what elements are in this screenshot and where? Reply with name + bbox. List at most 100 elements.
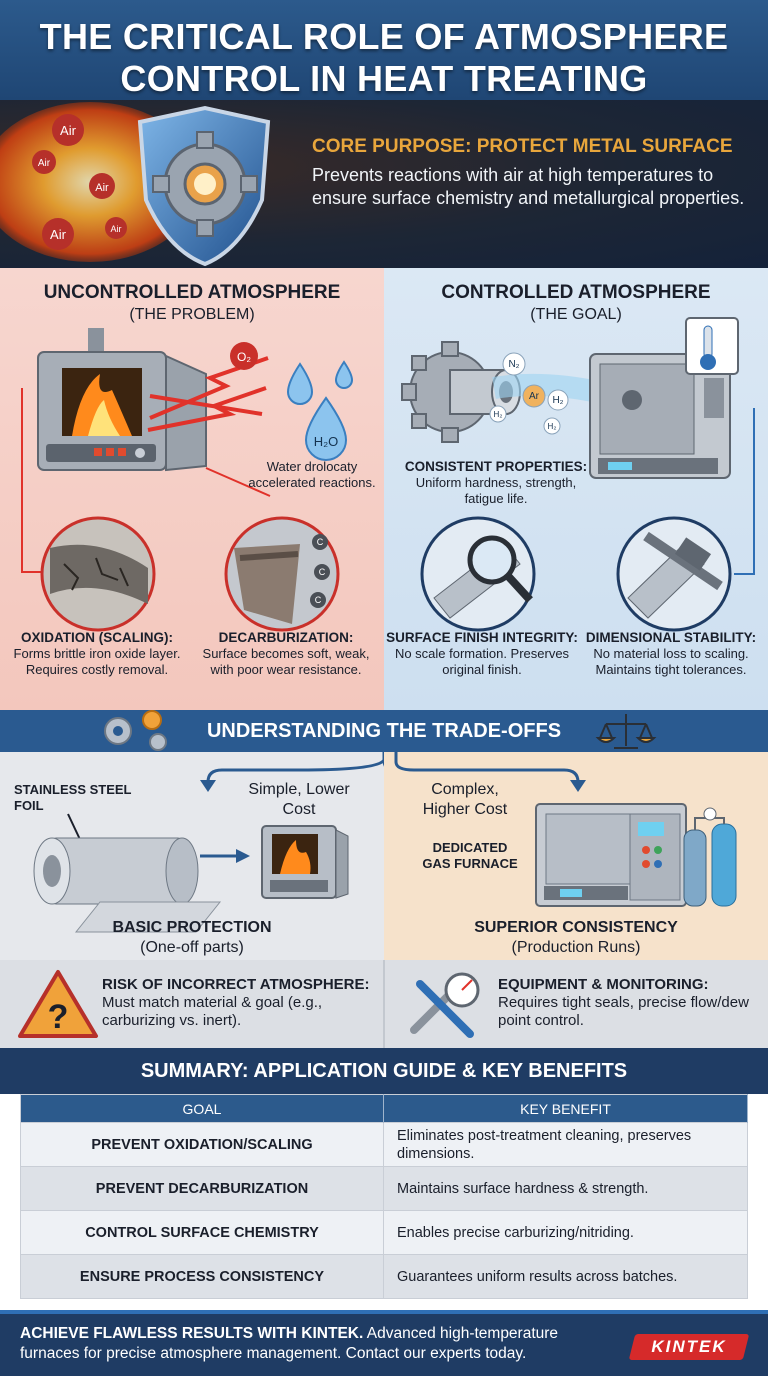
page-title: THE CRITICAL ROLE OF ATMOSPHERE CONTROL … bbox=[39, 16, 729, 99]
oxidation-text: Forms brittle iron oxide layer. Requires… bbox=[13, 646, 181, 677]
tradeoffs-header-icons bbox=[104, 710, 657, 751]
dedicated-furnace-icon bbox=[535, 803, 687, 907]
wrench-gauge-icon bbox=[410, 972, 480, 1038]
water-drop-icon bbox=[286, 360, 354, 461]
goal-cell: PREVENT OXIDATION/SCALING bbox=[20, 1122, 384, 1167]
decarburization-detail-icon: C C C bbox=[224, 516, 340, 632]
basic-protection-panel: STAINLESS STEEL FOIL Simple, Lower Cost … bbox=[0, 752, 397, 960]
small-furnace-icon bbox=[261, 825, 349, 899]
air-bubble: Air bbox=[50, 227, 67, 242]
oxidation-title: OXIDATION (SCALING): bbox=[21, 630, 173, 645]
summary-title: SUMMARY: APPLICATION GUIDE & KEY BENEFIT… bbox=[140, 1060, 628, 1082]
gears-icon bbox=[104, 710, 167, 751]
gas-cylinder-icon bbox=[683, 807, 737, 907]
dimensional-title: DIMENSIONAL STABILITY: bbox=[585, 630, 757, 645]
benefit-cell: Maintains surface hardness & strength. bbox=[383, 1166, 748, 1211]
consistent-caption: CONSISTENT PROPERTIES: Uniform hardness,… bbox=[396, 459, 596, 507]
foil-label: STAINLESS STEEL FOIL bbox=[14, 782, 132, 813]
controlled-illustration: N₂ Ar H₂ H₂ H₂ bbox=[401, 317, 755, 632]
gas-bubble: N₂ bbox=[508, 359, 519, 370]
air-bubble: Air bbox=[60, 123, 77, 138]
core-purpose-text: Prevents reactions with air at high temp… bbox=[312, 165, 745, 208]
column-header: KEY BENEFIT bbox=[383, 1094, 748, 1123]
balance-scale-icon bbox=[595, 714, 657, 749]
air-bubble: Air bbox=[111, 224, 122, 234]
benefit-cell: Eliminates post-treatment cleaning, pres… bbox=[383, 1122, 748, 1167]
equipment-text: Requires tight seals, precise flow/dew p… bbox=[498, 994, 749, 1029]
table-row: PREVENT OXIDATION/SCALING Eliminates pos… bbox=[20, 1122, 748, 1167]
surface-text: No scale formation. Preserves original f… bbox=[394, 646, 570, 677]
benefit-cell: Guarantees uniform results across batche… bbox=[383, 1254, 748, 1299]
goal-cell: ENSURE PROCESS CONSISTENCY bbox=[20, 1254, 384, 1299]
warning-icon: ? bbox=[18, 970, 98, 1038]
gas-bubble: H₂ bbox=[494, 410, 503, 419]
thermometer-icon bbox=[685, 317, 739, 375]
controlled-title: CONTROLLED ATMOSPHERE bbox=[441, 282, 711, 303]
basic-protection-sub: (One-off parts) bbox=[140, 939, 244, 956]
benefit-cell: Enables precise carburizing/nitriding. bbox=[383, 1210, 748, 1255]
kintek-logo[interactable]: KINTEK bbox=[628, 1334, 750, 1360]
surface-title: SURFACE FINISH INTEGRITY: bbox=[386, 630, 578, 645]
controlled-furnace-icon bbox=[589, 353, 731, 479]
consistent-text: Uniform hardness, strength, fatigue life… bbox=[415, 475, 577, 506]
gas-bubble: H₂ bbox=[548, 422, 557, 431]
footer-text: ACHIEVE FLAWLESS RESULTS WITH KINTEK. Ad… bbox=[20, 1324, 600, 1364]
footer: ACHIEVE FLAWLESS RESULTS WITH KINTEK. Ad… bbox=[0, 1310, 768, 1376]
uncontrolled-subtitle: (THE PROBLEM) bbox=[129, 306, 255, 323]
risk-row: ? RISK OF INCORRECT ATMOSPHERE: Must mat… bbox=[0, 960, 768, 1048]
core-purpose-title: CORE PURPOSE: PROTECT METAL SURFACE bbox=[312, 136, 733, 157]
controlled-panel: CONTROLLED ATMOSPHERE (THE GOAL) N₂ Ar H… bbox=[384, 268, 768, 710]
table-row: CONTROL SURFACE CHEMISTRY Enables precis… bbox=[20, 1210, 748, 1255]
tradeoffs-title: UNDERSTANDING THE TRADE-OFFS bbox=[206, 720, 562, 742]
air-bubble: Air bbox=[95, 182, 109, 194]
superior-consistency-caption: SUPERIOR CONSISTENCY (Production Runs) bbox=[384, 918, 768, 958]
tradeoffs-header: UNDERSTANDING THE TRADE-OFFS bbox=[0, 710, 768, 752]
carbon-dot: C bbox=[319, 567, 326, 577]
goal-cell: PREVENT DECARBURIZATION bbox=[20, 1166, 384, 1211]
basic-cost-label: Simple, Lower Cost bbox=[248, 781, 350, 818]
basic-protection-caption: BASIC PROTECTION (One-off parts) bbox=[0, 918, 384, 958]
risk-caption: RISK OF INCORRECT ATMOSPHERE: Must match… bbox=[102, 976, 378, 1030]
kintek-logo-text: KINTEK bbox=[651, 1337, 727, 1356]
water-label: H₂O bbox=[314, 434, 339, 449]
page-header: THE CRITICAL ROLE OF ATMOSPHERE CONTROL … bbox=[0, 0, 768, 100]
foil-roll-icon bbox=[33, 837, 222, 933]
dimensional-text: No material loss to scaling. Maintains t… bbox=[593, 646, 749, 677]
foil-illustration bbox=[33, 752, 397, 933]
risk-title: RISK OF INCORRECT ATMOSPHERE: bbox=[102, 976, 370, 993]
superior-consistency-title: SUPERIOR CONSISTENCY bbox=[474, 919, 678, 936]
goal-cell: CONTROL SURFACE CHEMISTRY bbox=[20, 1210, 384, 1255]
gas-bubble: H₂ bbox=[552, 395, 563, 406]
oxidation-caption: OXIDATION (SCALING): Forms brittle iron … bbox=[4, 630, 190, 678]
table-row: PREVENT DECARBURIZATION Maintains surfac… bbox=[20, 1166, 748, 1211]
column-header: GOAL bbox=[20, 1094, 384, 1123]
decarburization-text: Surface becomes soft, weak, with poor we… bbox=[202, 646, 370, 677]
risk-text: Must match material & goal (e.g., carbur… bbox=[102, 994, 323, 1029]
uncontrolled-title: UNCONTROLLED ATMOSPHERE bbox=[43, 282, 341, 303]
controlled-subtitle: (THE GOAL) bbox=[530, 306, 622, 323]
shield-gear-illustration: Air Air Air Air Air bbox=[0, 102, 271, 267]
carbon-dot: C bbox=[317, 537, 324, 547]
basic-protection-title: BASIC PROTECTION bbox=[112, 919, 272, 936]
water-note: Water drolocaty accelerated reactions. bbox=[248, 459, 376, 490]
surface-caption: SURFACE FINISH INTEGRITY: No scale forma… bbox=[386, 630, 578, 678]
footer-bold: ACHIEVE FLAWLESS RESULTS WITH KINTEK. bbox=[20, 1325, 364, 1342]
uncontrolled-illustration: O₂ H₂O C C C bbox=[21, 328, 354, 632]
decarburization-title: DECARBURIZATION: bbox=[218, 630, 354, 645]
core-purpose-banner: Air Air Air Air Air CORE PURPOSE: PROTEC… bbox=[0, 100, 768, 268]
air-bubble: Air bbox=[38, 158, 51, 169]
footer-body: Advanced high-temperature furnaces for p… bbox=[20, 1325, 559, 1362]
magnifier-icon bbox=[420, 516, 536, 632]
furnace-label: DEDICATED GAS FURNACE bbox=[422, 840, 518, 871]
gas-furnace-illustration bbox=[394, 752, 737, 907]
decarburization-caption: DECARBURIZATION: Surface becomes soft, w… bbox=[196, 630, 376, 678]
caliper-icon bbox=[616, 516, 732, 632]
superior-consistency-sub: (Production Runs) bbox=[511, 939, 641, 956]
table-row: ENSURE PROCESS CONSISTENCY Guarantees un… bbox=[20, 1254, 748, 1299]
carbon-dot: C bbox=[315, 595, 322, 605]
dimensional-caption: DIMENSIONAL STABILITY: No material loss … bbox=[576, 630, 766, 678]
uncontrolled-panel: UNCONTROLLED ATMOSPHERE (THE PROBLEM) O₂ bbox=[0, 268, 384, 710]
furnace-icon bbox=[37, 328, 207, 472]
summary-table: GOAL KEY BENEFIT PREVENT OXIDATION/SCALI… bbox=[20, 1094, 748, 1299]
consistent-title: CONSISTENT PROPERTIES: bbox=[404, 459, 588, 474]
